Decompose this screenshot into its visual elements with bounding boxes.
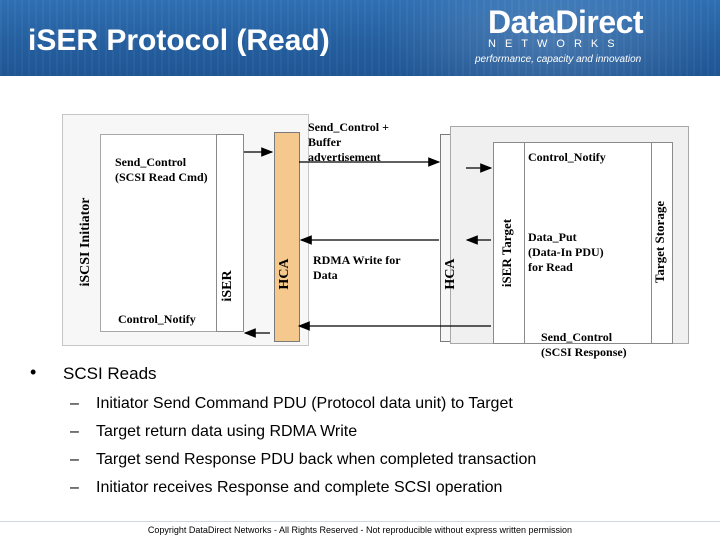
header-banner: iSER Protocol (Read) DataDirect NETWORKS… <box>0 0 720 76</box>
initiator-hca-column <box>274 132 300 342</box>
msg-send-control-cmd: Send_Control (SCSI Read Cmd) <box>115 155 208 185</box>
dash-icon: – <box>70 395 79 412</box>
sub-bullet-1-text: Initiator Send Command PDU (Protocol dat… <box>96 395 513 412</box>
copyright-notice: Copyright DataDirect Networks - All Righ… <box>147 525 573 535</box>
msg-data-put-line2: (Data-In PDU) <box>528 245 604 259</box>
page-title: iSER Protocol (Read) <box>28 24 330 57</box>
dash-icon: – <box>70 479 79 496</box>
dash-icon: – <box>70 451 79 468</box>
msg-control-notify-bottom: Control_Notify <box>118 312 196 326</box>
msg-rdma-write-line2: Data <box>313 268 338 282</box>
company-logo: DataDirect <box>488 4 644 40</box>
msg-buffer-ad-line1: Send_Control + <box>308 120 389 134</box>
sub-bullet-4-text: Initiator receives Response and complete… <box>96 479 503 496</box>
company-tagline: performance, capacity and innovation <box>475 54 642 65</box>
msg-data-put: Data_Put (Data-In PDU) for Read <box>528 230 604 275</box>
target-iser-column <box>493 142 525 344</box>
bullet-dot: • <box>30 362 37 382</box>
footer-divider <box>0 521 720 522</box>
msg-send-control-cmd-line1: Send_Control <box>115 155 187 169</box>
sub-bullet-3-text: Target send Response PDU back when compl… <box>96 451 537 468</box>
bullet-main-text: SCSI Reads <box>63 364 157 383</box>
msg-send-control-resp-line2: (SCSI Response) <box>541 345 627 359</box>
header-texture <box>0 0 720 76</box>
msg-data-put-line1: Data_Put <box>528 230 577 244</box>
msg-send-control-cmd-line2: (SCSI Read Cmd) <box>115 170 208 184</box>
msg-buffer-advertisement: Send_Control + Buffer advertisement <box>308 120 389 165</box>
msg-rdma-write: RDMA Write for Data <box>313 253 401 283</box>
target-storage-column <box>651 142 673 344</box>
company-logo-networks: NETWORKS <box>488 38 624 50</box>
sub-bullet-2-text: Target return data using RDMA Write <box>96 423 358 440</box>
header-swirl <box>380 0 720 76</box>
msg-control-notify-top: Control_Notify <box>528 150 606 164</box>
msg-send-control-response: Send_Control (SCSI Response) <box>541 330 627 360</box>
msg-data-put-line3: for Read <box>528 260 573 274</box>
initiator-iser-column <box>216 134 244 332</box>
msg-rdma-write-line1: RDMA Write for <box>313 253 401 267</box>
msg-send-control-resp-line1: Send_Control <box>541 330 613 344</box>
msg-buffer-ad-line2: Buffer <box>308 135 342 149</box>
dash-icon: – <box>70 423 79 440</box>
msg-buffer-ad-line3: advertisement <box>308 150 381 164</box>
